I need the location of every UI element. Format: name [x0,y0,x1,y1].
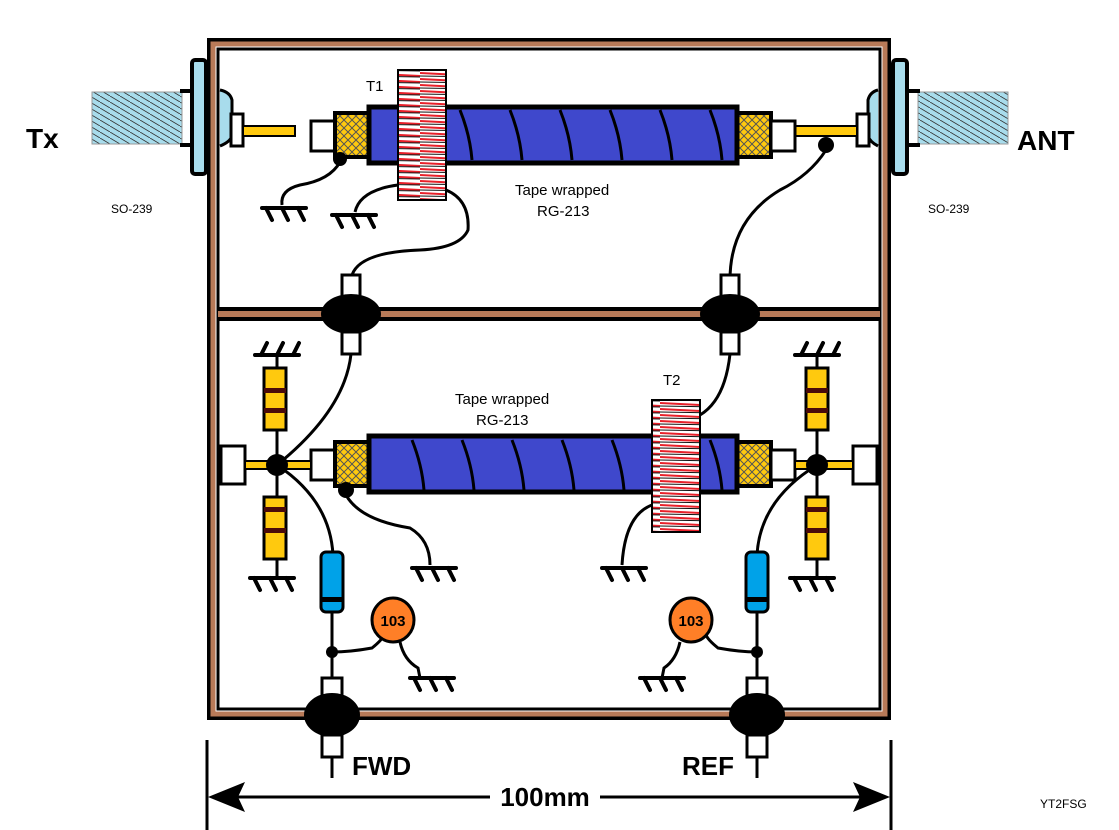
feedthrough-ref [729,676,785,778]
dimension-label: 100mm [500,782,590,812]
dimension-line [205,740,893,830]
feedthrough-fwd [304,676,360,778]
resistor-right-top [804,355,830,465]
so239-connector-left [91,58,296,176]
coax-top-label-line2: RG-213 [537,203,590,220]
author-label: YT2FSG [1040,797,1087,811]
port-right [794,444,879,486]
diode-right [744,550,770,614]
so239-connector-right [794,58,1009,176]
tx-label: Tx [26,123,59,154]
connector-right-label: SO-239 [928,202,970,216]
connector-left-label: SO-239 [111,202,153,216]
wires-top [280,149,828,281]
toroid-t1 [397,69,447,201]
capacitor-left-label: 103 [380,613,405,630]
coax-line-top [309,104,834,166]
resistor-left-bottom [262,465,288,580]
toroid-t2 [651,399,701,533]
resistor-right-bottom [804,465,830,580]
t1-label: T1 [366,78,384,95]
capacitor-left: 103 [370,596,416,644]
coax-bottom-label-line2: RG-213 [476,412,529,429]
wires-bottom [276,353,818,680]
coax-bottom-label-line1: Tape wrapped [455,391,549,408]
ref-label: REF [682,751,734,781]
feedthrough-right [700,273,760,356]
feedthrough-left [321,273,381,356]
coax-line-bottom [309,433,797,498]
capacitor-right-label: 103 [678,613,703,630]
capacitor-right: 103 [668,596,714,644]
ant-label: ANT [1017,125,1075,156]
coax-top-label-line1: Tape wrapped [515,182,609,199]
resistor-left-top [262,355,288,465]
diode-left [319,550,345,614]
fwd-label: FWD [352,751,411,781]
t2-label: T2 [663,372,681,389]
